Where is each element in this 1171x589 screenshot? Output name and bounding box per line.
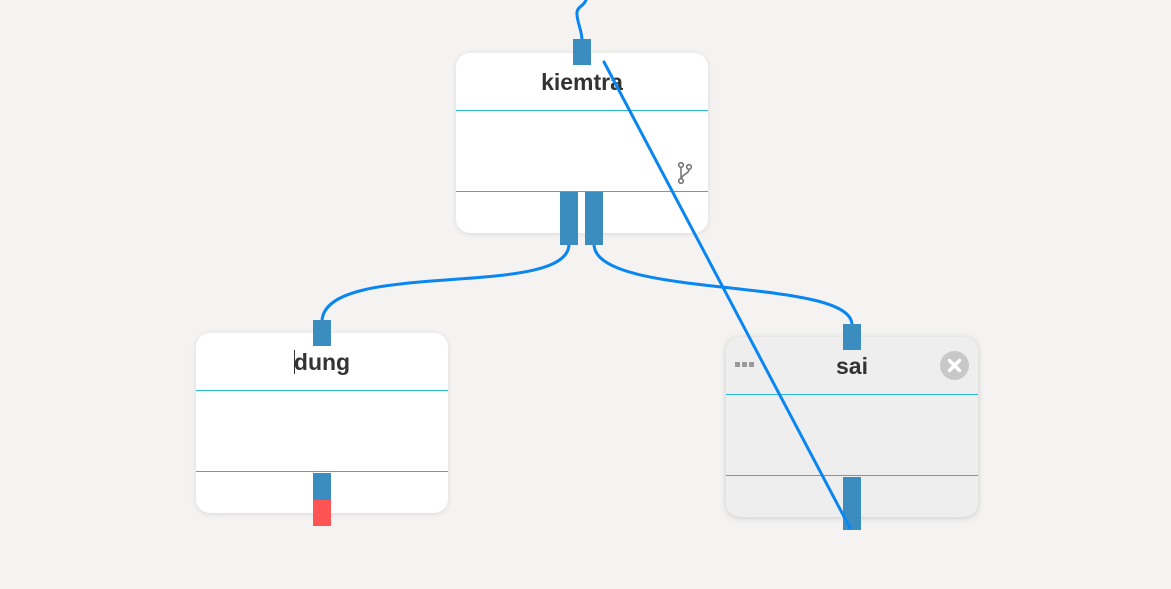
kiemtra-output-port-right[interactable]	[585, 192, 603, 245]
node-divider	[726, 475, 978, 476]
node-divider	[726, 394, 978, 395]
connector-kiemtra-dung[interactable]	[320, 243, 571, 323]
sai-input-port[interactable]	[843, 324, 861, 350]
node-title-editor[interactable]: dung	[196, 347, 448, 377]
node-divider	[196, 471, 448, 472]
sai-output-port[interactable]	[843, 477, 861, 530]
drag-handle-icon[interactable]	[735, 362, 755, 368]
dung-output-port[interactable]	[313, 473, 331, 500]
node-title[interactable]: dung	[293, 349, 351, 375]
dung-input-port[interactable]	[313, 320, 331, 346]
text-caret	[293, 350, 295, 374]
kiemtra-output-port-left[interactable]	[560, 192, 578, 245]
close-icon	[947, 358, 962, 373]
branch-icon[interactable]	[676, 161, 694, 185]
node-divider	[456, 110, 708, 111]
connector-kiemtra-sai[interactable]	[592, 243, 854, 326]
node-kiemtra[interactable]: kiemtra	[456, 53, 708, 233]
dung-output-port-unconnected[interactable]	[313, 500, 331, 526]
delete-node-button[interactable]	[940, 351, 969, 380]
connector-incoming-kiemtra[interactable]	[575, 0, 588, 42]
kiemtra-input-port[interactable]	[573, 39, 591, 65]
node-divider	[196, 390, 448, 391]
node-divider	[456, 191, 708, 192]
node-title[interactable]: kiemtra	[541, 69, 623, 95]
